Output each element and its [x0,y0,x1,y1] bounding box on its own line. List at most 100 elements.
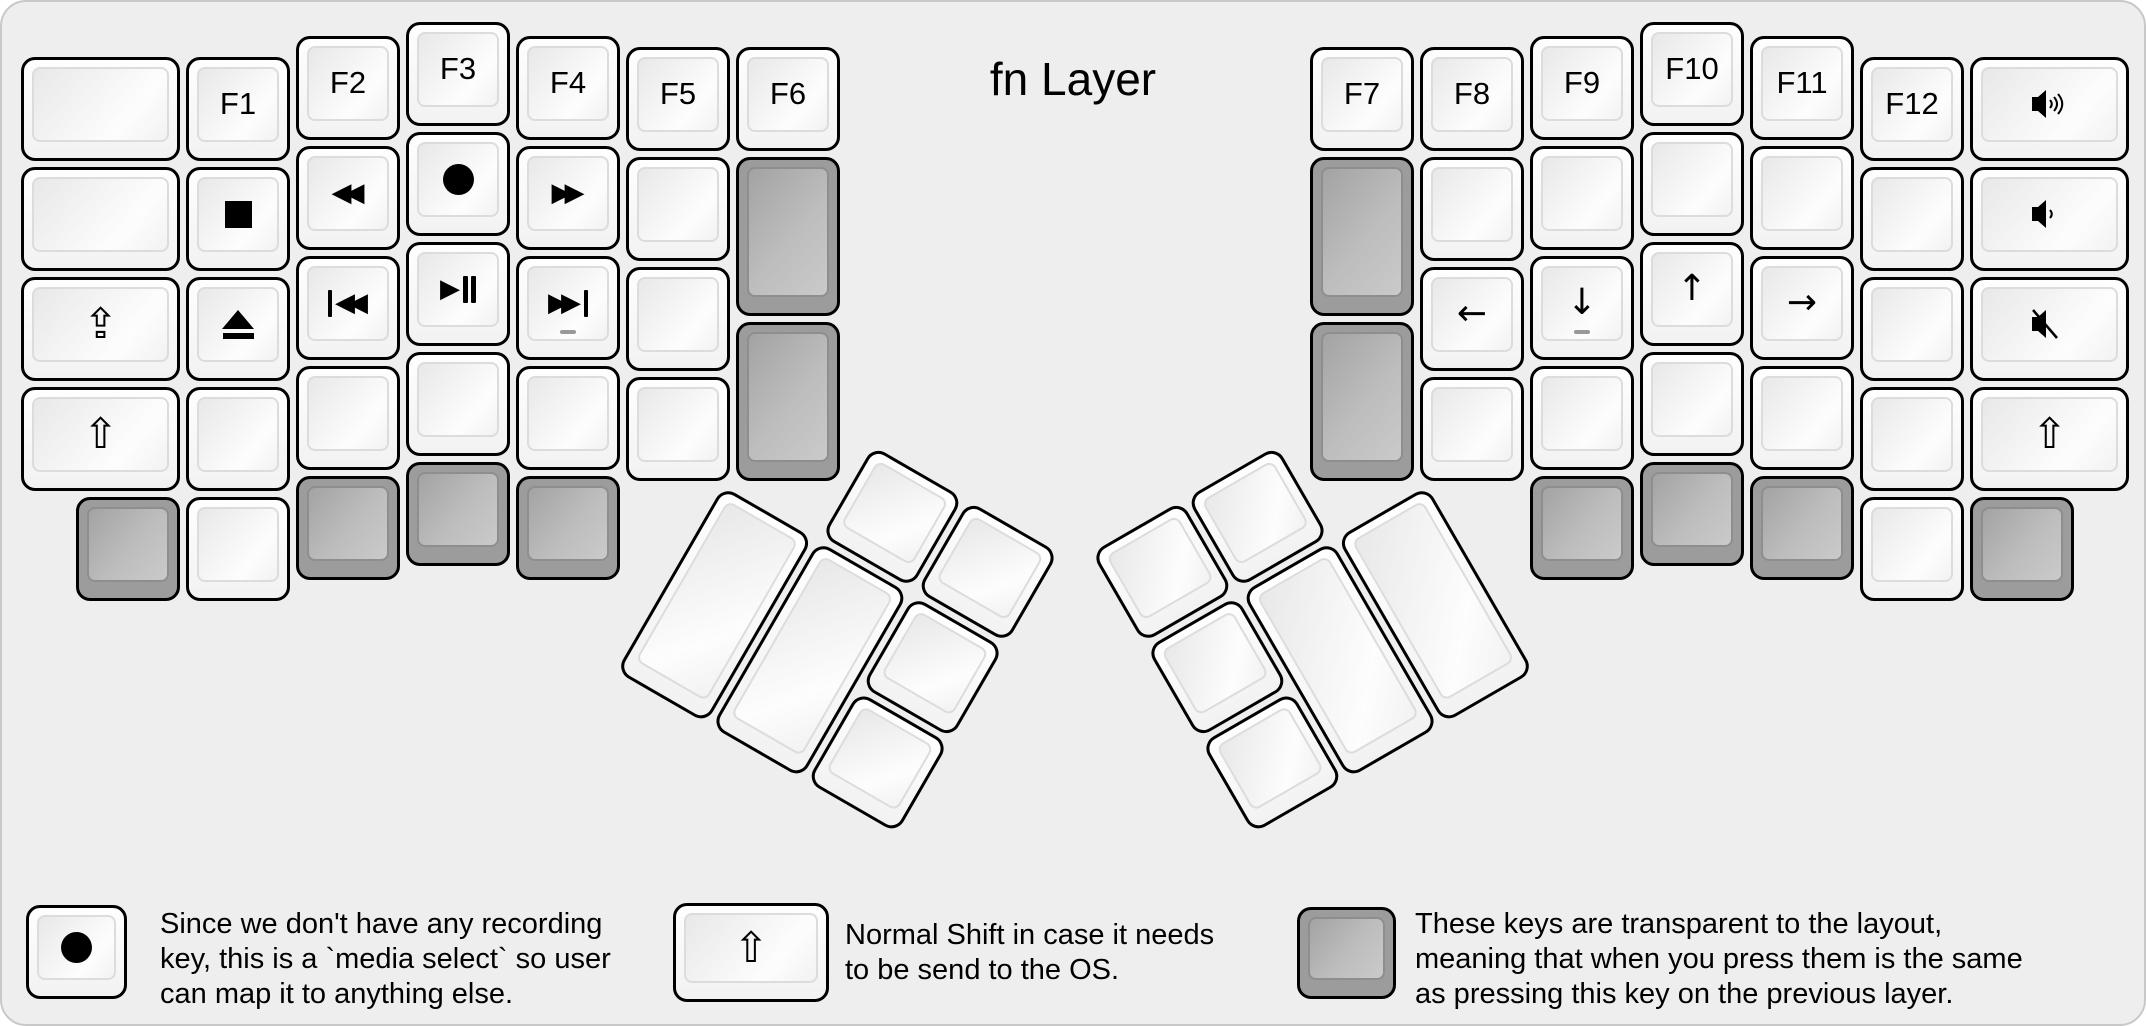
key-record[interactable] [406,132,510,236]
key-f6[interactable]: F6 [736,47,840,151]
legend-key-shift[interactable]: ⇧ [673,903,829,1002]
keycap-top [1541,266,1623,341]
key-blank[interactable] [1640,132,1744,236]
keycap-top [840,459,949,566]
key-blank[interactable] [626,157,730,261]
key-transparent[interactable] [736,322,840,481]
key-blank[interactable] [21,57,180,161]
key-mute[interactable] [1970,277,2129,381]
volume-down-icon [2031,200,2053,228]
key-f10[interactable]: F10 [1640,22,1744,126]
keycap-top [1321,57,1403,132]
key-arrow-up[interactable]: ↑ [1640,242,1744,346]
record-icon [61,931,92,963]
mute-icon [2031,309,2058,339]
key-transparent[interactable] [736,157,840,316]
keycap-top [1871,287,1953,362]
key-f5[interactable]: F5 [626,47,730,151]
key-transparent[interactable] [1640,462,1744,566]
key-f4[interactable]: F4 [516,36,620,140]
key-transparent[interactable] [1750,476,1854,580]
fast-forward-icon: ▶▶ [551,178,585,208]
key-fast-forward[interactable]: ▶▶ [516,146,620,250]
key-prev-track[interactable]: ◀◀ [296,256,400,360]
key-transparent[interactable] [1310,157,1414,316]
key-arrow-left[interactable]: ← [1420,267,1524,371]
key-blank[interactable] [1420,157,1524,261]
key-blank[interactable] [1860,387,1964,491]
keycap-top [1541,156,1623,231]
key-blank[interactable] [1860,167,1964,271]
homing-dash [1574,330,1590,334]
key-f2[interactable]: F2 [296,36,400,140]
keycap-top [197,507,279,582]
keycap-top [637,387,719,462]
key-f9[interactable]: F9 [1530,36,1634,140]
keycap-top [417,472,499,547]
key-f3[interactable]: F3 [406,22,510,126]
key-blank[interactable] [1530,366,1634,470]
key-rewind[interactable]: ◀◀ [296,146,400,250]
keycap-top [1541,46,1623,121]
key-blank[interactable] [1750,146,1854,250]
key-blank[interactable] [186,497,290,601]
key-transparent[interactable] [1970,497,2074,601]
keycap-top [307,486,389,561]
key-f7[interactable]: F7 [1310,47,1414,151]
key-play-pause[interactable]: ▶ [406,242,510,346]
key-f12[interactable]: F12 [1860,57,1964,161]
key-f11[interactable]: F11 [1750,36,1854,140]
key-f1[interactable]: F1 [186,57,290,161]
key-blank[interactable] [516,366,620,470]
key-blank[interactable] [296,366,400,470]
key-f8[interactable]: F8 [1420,47,1524,151]
key-blank[interactable] [1640,352,1744,456]
arrow-left-icon: ← [1456,293,1488,334]
key-blank[interactable] [1750,366,1854,470]
volume-up-icon [2031,90,2063,118]
key-stop[interactable] [186,167,290,271]
key-blank[interactable] [1860,497,1964,601]
keycap-top [747,332,829,462]
legend-text-line: meaning that when you press them is the … [1415,943,2023,975]
legend-key-record[interactable] [26,905,127,999]
key-next-track[interactable]: ▶▶ [516,256,620,360]
key-shift-left[interactable]: ⇧ [21,387,180,491]
key-transparent[interactable] [1310,322,1414,481]
key-blank[interactable] [1420,377,1524,481]
key-caps-lock[interactable]: ⇪ [21,277,180,381]
key-arrow-right[interactable]: → [1750,256,1854,360]
key-blank[interactable] [1530,146,1634,250]
key-transparent[interactable] [516,476,620,580]
keycap-top [1541,376,1623,451]
key-blank[interactable] [626,377,730,481]
key-transparent[interactable] [406,462,510,566]
keycap-top [1651,362,1733,437]
key-label: F4 [549,65,587,100]
keycap-top [880,610,990,717]
keycap-top [1431,57,1513,132]
key-blank[interactable] [186,387,290,491]
key-blank[interactable] [1860,277,1964,381]
key-blank[interactable] [626,267,730,371]
key-transparent[interactable] [296,476,400,580]
keycap-top [417,252,499,327]
key-arrow-down[interactable]: ↓ [1530,256,1634,360]
key-eject[interactable] [186,277,290,381]
key-volume-up[interactable] [1970,57,2129,161]
key-volume-down[interactable] [1970,167,2129,271]
key-blank[interactable] [21,167,180,271]
keycap-top [87,507,169,582]
keycap-top [1871,177,1953,252]
key-label: F6 [769,76,807,111]
keycap-top [1871,67,1953,142]
key-transparent[interactable] [76,497,180,601]
keycap-top [307,266,389,341]
legend-key-transparent[interactable] [1297,907,1396,999]
eject-icon [222,309,254,339]
key-blank[interactable] [406,352,510,456]
key-shift-right[interactable]: ⇧ [1970,387,2129,491]
key-transparent[interactable] [1530,476,1634,580]
keycap-top [1981,177,2118,252]
